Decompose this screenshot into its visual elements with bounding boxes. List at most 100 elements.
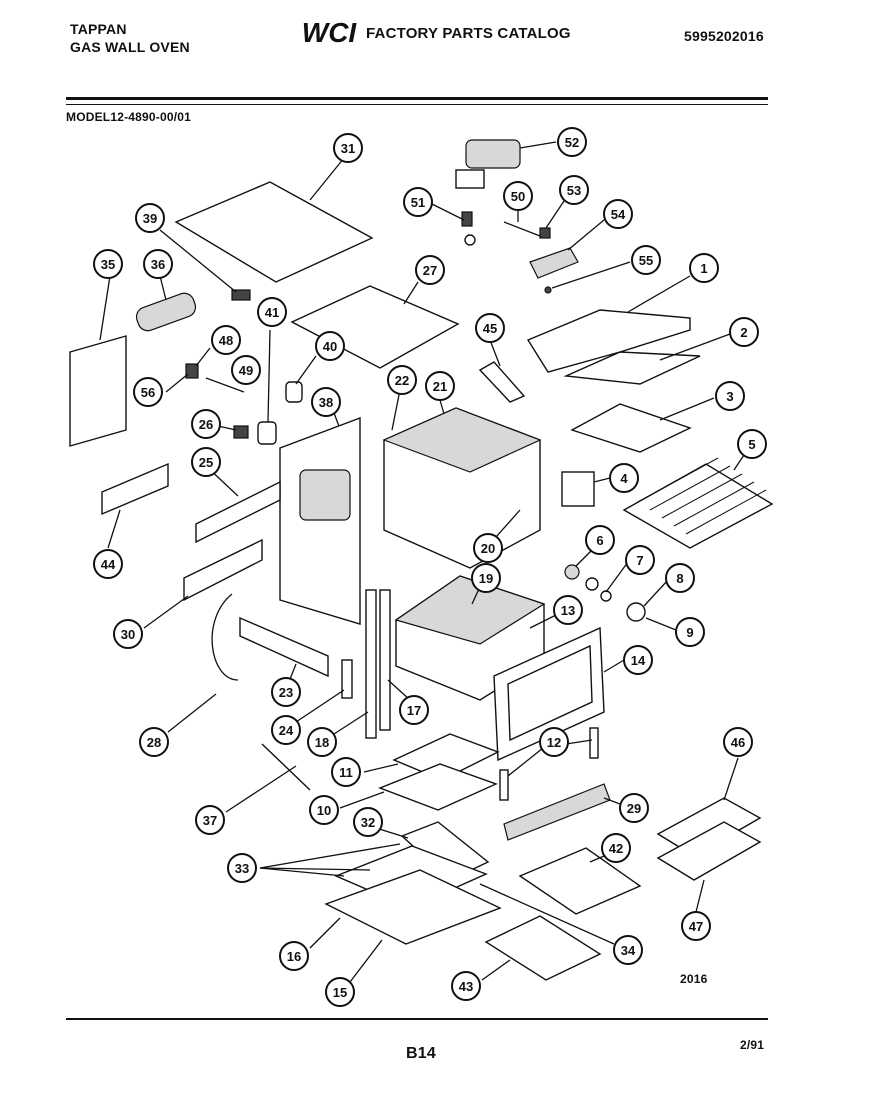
wci-logo: WCI xyxy=(298,18,360,46)
callout-circle xyxy=(387,365,417,395)
callout-circle xyxy=(613,935,643,965)
callout-circle xyxy=(737,429,767,459)
callout-label: 11 xyxy=(339,765,353,780)
callout-circle xyxy=(553,595,583,625)
part-upper-panel xyxy=(290,285,460,369)
part-tray xyxy=(378,763,498,811)
callout-circle xyxy=(279,941,309,971)
callout-label: 19 xyxy=(479,571,493,586)
callout-circle xyxy=(585,525,615,555)
callout-label: 10 xyxy=(317,803,331,818)
callout-circle xyxy=(231,355,261,385)
callout-38: 38 xyxy=(311,387,341,417)
callout-circle xyxy=(325,977,355,1007)
callout-circle xyxy=(665,563,695,593)
part-bar xyxy=(239,616,329,678)
callout-1: 1 xyxy=(689,253,719,283)
part-mount-bracket xyxy=(101,462,169,516)
callout-14: 14 xyxy=(623,645,653,675)
callout-17: 17 xyxy=(399,695,429,725)
callout-label: 39 xyxy=(143,211,157,226)
callout-label: 4 xyxy=(620,471,628,486)
callout-11: 11 xyxy=(331,757,361,787)
callout-48: 48 xyxy=(211,325,241,355)
callout-label: 43 xyxy=(459,979,473,994)
callout-circle xyxy=(609,463,639,493)
callout-label: 23 xyxy=(279,685,293,700)
part-rail xyxy=(195,480,281,544)
callout-label: 41 xyxy=(265,305,279,320)
callout-21: 21 xyxy=(425,371,455,401)
callout-circle xyxy=(271,715,301,745)
header-rule xyxy=(66,97,768,100)
callout-label: 16 xyxy=(287,949,301,964)
callout-label: 12 xyxy=(547,735,561,750)
part-shield xyxy=(563,351,701,385)
callout-7: 7 xyxy=(625,545,655,575)
part-strip-17 xyxy=(379,589,391,731)
callout-label: 13 xyxy=(561,603,575,618)
callout-circle xyxy=(689,253,719,283)
callout-51: 51 xyxy=(403,187,433,217)
callout-53: 53 xyxy=(559,175,589,205)
callout-circle xyxy=(211,325,241,355)
part-trim-strip xyxy=(478,361,526,403)
callout-28: 28 xyxy=(139,727,169,757)
callout-5: 5 xyxy=(737,429,767,459)
callout-circle xyxy=(399,695,429,725)
callout-label: 32 xyxy=(361,815,375,830)
callout-label: 1 xyxy=(700,261,707,276)
part-small-fittings xyxy=(431,197,631,294)
callout-label: 18 xyxy=(315,735,329,750)
callout-label: 25 xyxy=(199,455,213,470)
callout-circle xyxy=(309,795,339,825)
part-baffle xyxy=(570,403,692,453)
callout-43: 43 xyxy=(451,971,481,1001)
callout-13: 13 xyxy=(553,595,583,625)
callout-27: 27 xyxy=(415,255,445,285)
callout-label: 38 xyxy=(319,395,333,410)
callout-label: 45 xyxy=(483,321,497,336)
callout-25: 25 xyxy=(191,447,221,477)
callout-20: 20 xyxy=(473,533,503,563)
part-front-trim xyxy=(503,783,611,841)
callout-label: 21 xyxy=(433,379,447,394)
callout-label: 6 xyxy=(596,533,603,548)
callout-35: 35 xyxy=(93,249,123,279)
callout-22: 22 xyxy=(387,365,417,395)
callout-circle xyxy=(195,805,225,835)
catalog-title: FACTORY PARTS CATALOG xyxy=(366,25,571,42)
callout-circle xyxy=(471,563,501,593)
callout-39: 39 xyxy=(135,203,165,233)
header-rule-thin xyxy=(66,104,768,105)
callout-label: 33 xyxy=(235,861,249,876)
callout-15: 15 xyxy=(325,977,355,1007)
callout-56: 56 xyxy=(133,377,163,407)
callout-circle xyxy=(415,255,445,285)
callout-label: 20 xyxy=(481,541,495,556)
callout-label: 27 xyxy=(423,263,437,278)
callout-50: 50 xyxy=(503,181,533,211)
callout-label: 8 xyxy=(676,571,683,586)
callout-3: 3 xyxy=(715,381,745,411)
callout-33: 33 xyxy=(227,853,257,883)
callout-44: 44 xyxy=(93,549,123,579)
callout-47: 47 xyxy=(681,911,711,941)
callout-label: 35 xyxy=(101,257,115,272)
callout-label: 7 xyxy=(636,553,643,568)
callout-circle xyxy=(451,971,481,1001)
callout-label: 31 xyxy=(341,141,355,156)
callout-label: 37 xyxy=(203,813,217,828)
callout-circle xyxy=(227,853,257,883)
callout-circle xyxy=(315,331,345,361)
callout-29: 29 xyxy=(619,793,649,823)
callout-label: 17 xyxy=(407,703,421,718)
callout-label: 46 xyxy=(731,735,745,750)
callout-circle xyxy=(113,619,143,649)
part-top-cover xyxy=(526,309,691,373)
callout-2: 2 xyxy=(729,317,759,347)
brand-name: TAPPAN xyxy=(70,21,127,37)
part-insulation xyxy=(299,469,351,521)
callout-label: 55 xyxy=(639,253,653,268)
